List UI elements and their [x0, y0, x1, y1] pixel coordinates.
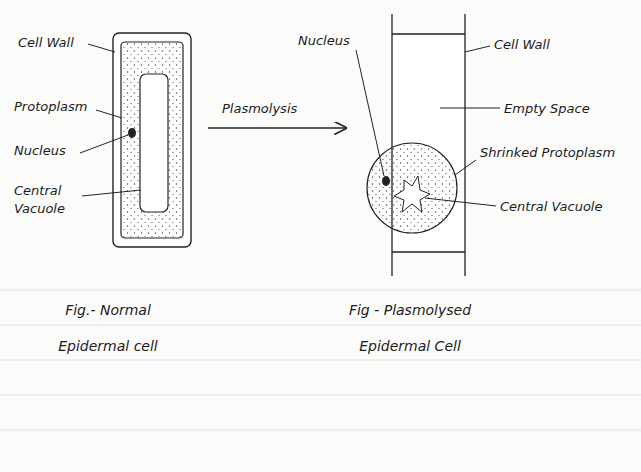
part-label: Cell Wall — [494, 36, 584, 54]
part-label: Nucleus — [14, 142, 94, 160]
part-label: Central Vacuole — [500, 198, 630, 216]
part-label: Protoplasm — [14, 98, 104, 116]
process-arrow — [208, 127, 346, 128]
process-label: Plasmolysis — [222, 100, 332, 118]
part-label: Central Vacuole — [14, 182, 80, 217]
part-label: Cell Wall — [18, 34, 98, 52]
part-label: Nucleus — [298, 32, 368, 50]
part-label: Empty Space — [504, 100, 614, 118]
leader-lines — [80, 44, 141, 196]
normal-cell — [113, 33, 191, 247]
figure-caption: Fig - Plasmolysed Epidermal Cell — [340, 292, 480, 365]
figure-caption: Fig.- Normal Epidermal cell — [48, 292, 168, 365]
part-label: Shrinked Protoplasm — [480, 144, 635, 162]
plasmolysed-cell — [367, 14, 465, 276]
leader-lines — [356, 46, 500, 206]
